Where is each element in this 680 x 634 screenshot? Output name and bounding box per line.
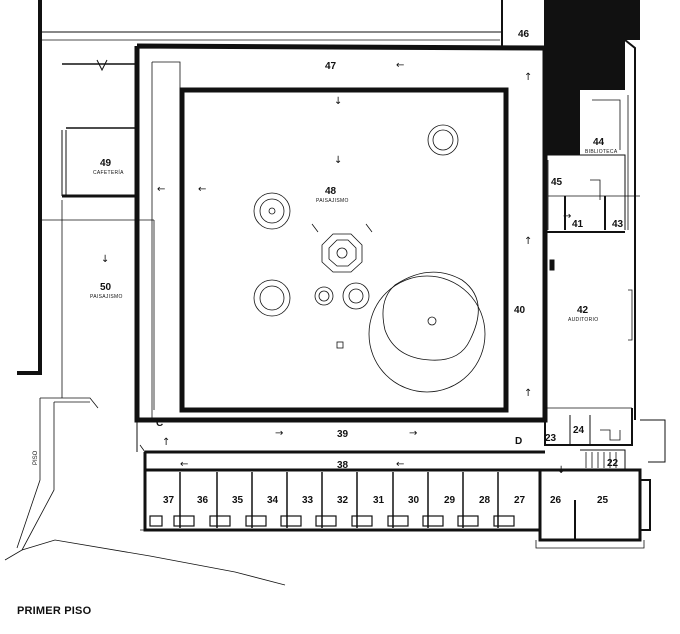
room-32-label: 32 xyxy=(337,495,349,506)
room-39-label: 39 xyxy=(337,429,349,440)
room-34-label: 34 xyxy=(267,495,279,506)
room-43-label: 43 xyxy=(612,219,624,230)
biblioteca-label: BIBLIOTECA xyxy=(585,149,618,155)
landscape-features xyxy=(253,124,486,393)
arrow-down-icon: ↓ xyxy=(334,96,342,107)
room-37-label: 37 xyxy=(163,495,175,506)
room-42-label: 42 xyxy=(577,305,589,316)
south-block xyxy=(535,408,666,549)
paisajismo-west-label: PAISAJISMO xyxy=(90,294,123,300)
arrow-up-icon: ↑ xyxy=(524,388,532,399)
room-50-label: 50 xyxy=(100,282,112,293)
room-40-label: 40 xyxy=(514,305,526,316)
gallery-rooms xyxy=(136,420,545,532)
arrow-down-icon: ↓ xyxy=(101,254,109,265)
cafeteria-label: CAFETERÍA xyxy=(93,169,124,176)
circulation-arrows: ← ↓ ↓ ← ← ↓ ↑ ↑ ↑ → → ↑ ← ← ↓ → xyxy=(101,60,571,476)
arrow-up-icon: ↑ xyxy=(162,437,170,448)
arrow-right-icon: → xyxy=(563,211,571,222)
arrow-down-icon: ↓ xyxy=(557,465,565,476)
arrow-left-icon: ← xyxy=(198,184,206,195)
room-33-label: 33 xyxy=(302,495,314,506)
arrow-left-icon: ← xyxy=(180,459,188,470)
room-36-label: 36 xyxy=(197,495,209,506)
arrow-up-icon: ↑ xyxy=(524,236,532,247)
room-44-label: 44 xyxy=(593,137,605,148)
room-48-label: 48 xyxy=(325,186,337,197)
room-41-label: 41 xyxy=(572,219,584,230)
paisajismo-label: PAISAJISMO xyxy=(316,198,349,204)
room-30-label: 30 xyxy=(408,495,420,506)
room-25-label: 25 xyxy=(597,495,609,506)
arrow-down-icon: ↓ xyxy=(334,155,342,166)
arrow-right-icon: → xyxy=(409,428,417,439)
markers: C D PISO xyxy=(33,418,522,465)
room-28-label: 28 xyxy=(479,495,491,506)
room-27-label: 27 xyxy=(514,495,526,506)
courtyard-inner xyxy=(179,87,509,413)
marker-c: C xyxy=(156,418,163,429)
room-23-label: 23 xyxy=(545,433,557,444)
room-29-label: 29 xyxy=(444,495,456,506)
room-sublabels: PAISAJISMO CAFETERÍA PAISAJISMO BIBLIOTE… xyxy=(90,149,618,323)
arrow-up-icon: ↑ xyxy=(524,72,532,83)
ramp xyxy=(4,397,286,586)
arrow-right-icon: → xyxy=(275,428,283,439)
east-wing xyxy=(501,0,640,420)
room-35-label: 35 xyxy=(232,495,244,506)
room-26-label: 26 xyxy=(550,495,562,506)
floor-title: PRIMER PISO xyxy=(17,605,92,617)
room-labels: 46 47 44 45 41 43 42 40 48 49 50 39 38 3… xyxy=(100,29,624,506)
arrow-left-icon: ← xyxy=(157,184,165,195)
room-38-label: 38 xyxy=(337,460,349,471)
room-47-label: 47 xyxy=(325,61,337,72)
room-31-label: 31 xyxy=(373,495,385,506)
west-wing-walls xyxy=(17,0,502,410)
auditorio-label: AUDITORIO xyxy=(568,317,598,323)
room-45-label: 45 xyxy=(551,177,563,188)
arrow-left-icon: ← xyxy=(396,459,404,470)
room-24-label: 24 xyxy=(573,425,585,436)
marker-d: D xyxy=(515,436,522,447)
room-46-label: 46 xyxy=(518,29,530,40)
arrow-left-icon: ← xyxy=(396,60,404,71)
room-49-label: 49 xyxy=(100,158,112,169)
room-22-label: 22 xyxy=(607,458,619,469)
piso-label: PISO xyxy=(33,450,39,465)
